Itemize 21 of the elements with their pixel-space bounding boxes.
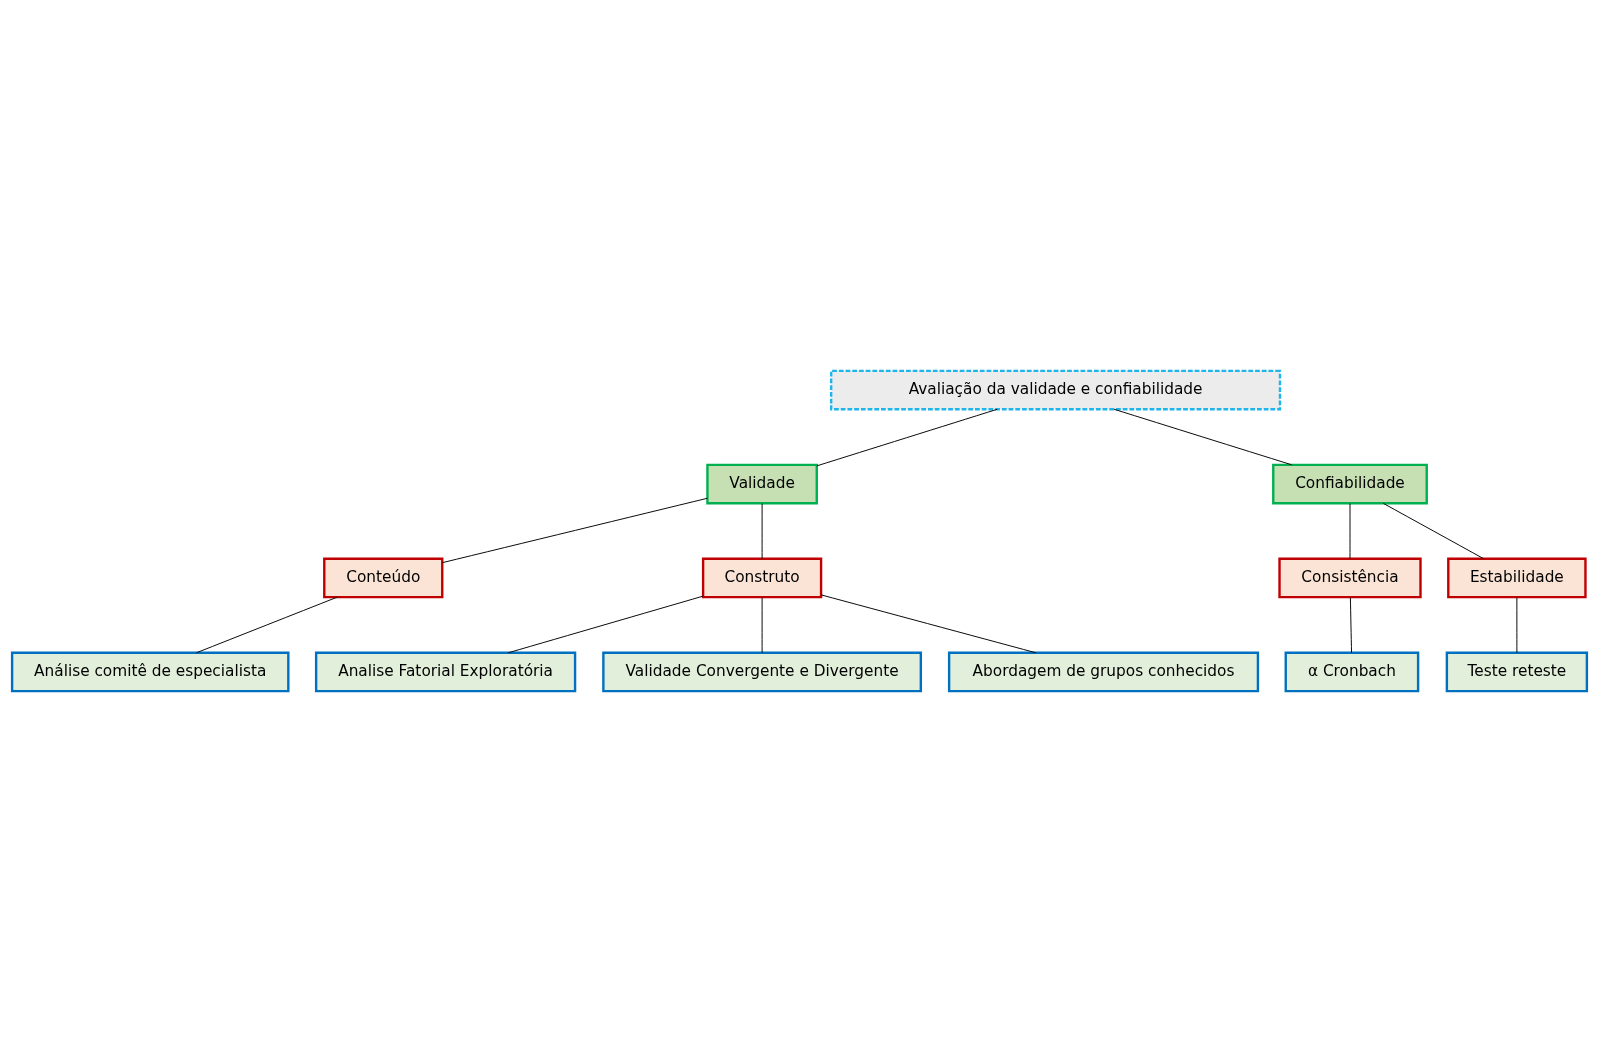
connector <box>195 596 338 653</box>
node-box: Validade <box>706 463 818 504</box>
node-box: Avaliação da validade e confiabilidade <box>829 369 1282 410</box>
node-box: Análise comitê de especialista <box>10 651 290 692</box>
connector <box>1113 408 1293 465</box>
connector <box>507 595 704 653</box>
node-box: Construto <box>701 557 823 598</box>
node-box: α Cronbach <box>1284 651 1420 692</box>
node-box: Conteúdo <box>323 557 444 598</box>
node-box: Abordagem de grupos conhecidos <box>947 651 1260 692</box>
node-box: Confiabilidade <box>1272 463 1428 504</box>
node-box: Analise Fatorial Exploratória <box>314 651 577 692</box>
connector <box>1382 502 1485 559</box>
node-box: Estabilidade <box>1447 557 1587 598</box>
node-box: Validade Convergente e Divergente <box>602 651 923 692</box>
connector <box>820 593 1037 653</box>
connector <box>441 497 708 563</box>
node-box: Consistência <box>1278 557 1422 598</box>
connector <box>1349 596 1352 653</box>
connector <box>816 408 998 466</box>
node-box: Teste reteste <box>1445 651 1589 692</box>
